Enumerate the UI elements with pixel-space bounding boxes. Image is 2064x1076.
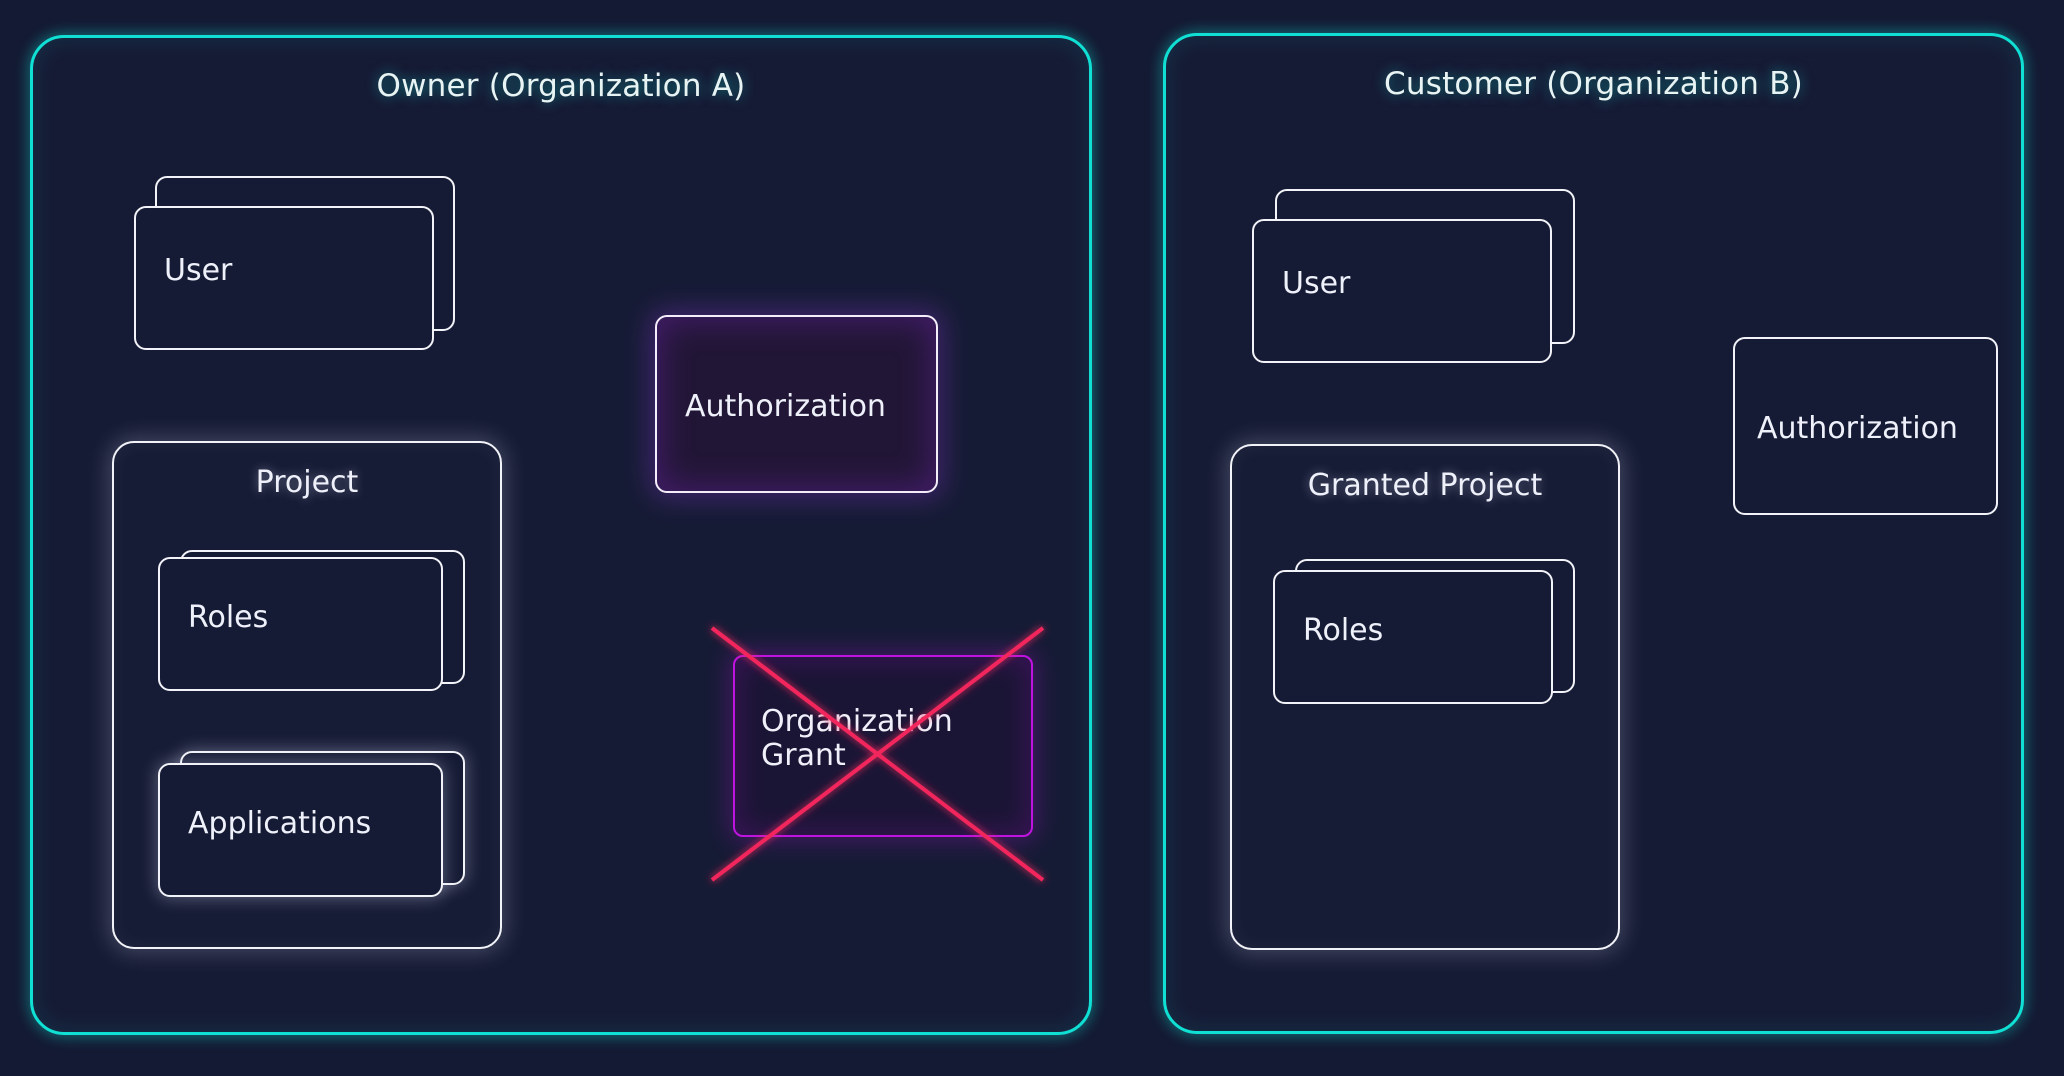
organization-grant-box[interactable]: Organization Grant bbox=[733, 655, 1033, 837]
panel-owner-title: Owner (Organization A) bbox=[376, 68, 746, 104]
owner-roles-card[interactable]: Roles bbox=[158, 557, 443, 691]
customer-roles-card[interactable]: Roles bbox=[1273, 570, 1553, 704]
customer-user-label: User bbox=[1282, 266, 1351, 301]
customer-roles-label: Roles bbox=[1303, 613, 1384, 648]
customer-authorization-card[interactable]: Authorization bbox=[1733, 337, 1998, 515]
customer-authorization-label: Authorization bbox=[1757, 411, 1958, 446]
owner-applications-card[interactable]: Applications bbox=[158, 763, 443, 897]
owner-roles-label: Roles bbox=[188, 600, 269, 635]
owner-user-label: User bbox=[164, 253, 233, 288]
organization-grant-label: Organization Grant bbox=[761, 704, 953, 773]
owner-applications-label: Applications bbox=[188, 806, 372, 841]
panel-customer-title: Customer (Organization B) bbox=[1384, 66, 1803, 102]
customer-user-card[interactable]: User bbox=[1252, 219, 1552, 363]
owner-authorization-label: Authorization bbox=[685, 389, 886, 424]
owner-project-title: Project bbox=[255, 465, 359, 500]
owner-user-card[interactable]: User bbox=[134, 206, 434, 350]
owner-authorization-card[interactable]: Authorization bbox=[655, 315, 938, 493]
customer-granted-project-title: Granted Project bbox=[1307, 468, 1543, 503]
